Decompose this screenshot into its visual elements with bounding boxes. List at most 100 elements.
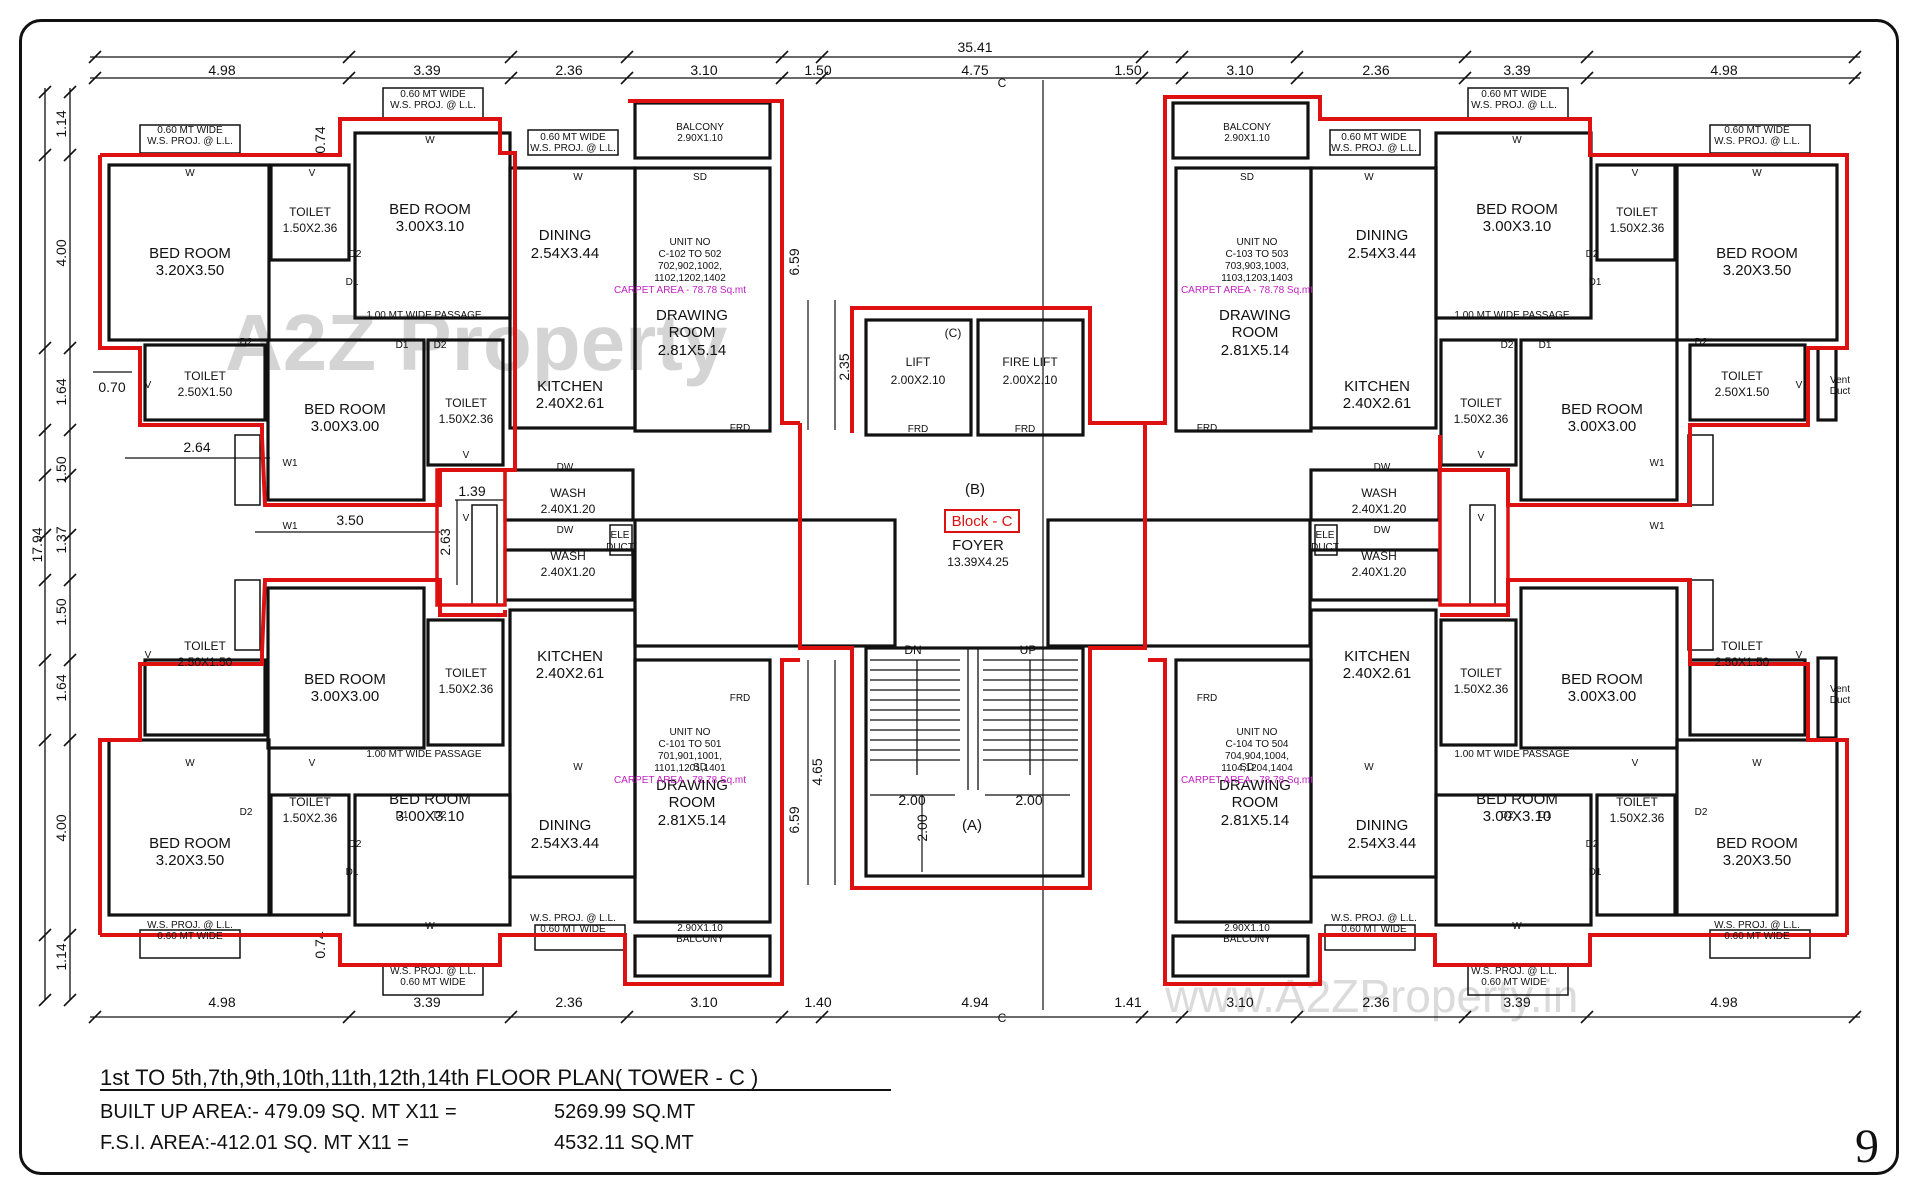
drawing-label: DRAWING [1219, 307, 1291, 324]
door-label: D1 [346, 867, 359, 878]
projection-label: 0.60 MT WIDE [1724, 931, 1790, 942]
bed-room-size: 3.00X3.00 [311, 418, 379, 435]
dining-size: 2.54X3.44 [531, 245, 599, 262]
dimension-tick [63, 468, 77, 482]
dining-label: DINING [1356, 227, 1409, 244]
wash-label: WASH [550, 486, 586, 500]
door-label: D1 [1589, 867, 1602, 878]
projection-label: 0.60 MT WIDE [400, 977, 466, 988]
frd-lift: FRD [908, 424, 929, 435]
passage-label: 1.00 MT WIDE PASSAGE [1454, 749, 1570, 760]
window-label: W [425, 135, 435, 146]
kitchen-label: KITCHEN [537, 648, 603, 665]
toilet-label: TOILET [445, 396, 487, 410]
kitchen-size: 2.40X2.61 [1343, 395, 1411, 412]
balcony-label: BALCONY [1223, 122, 1271, 133]
window-label: W1 [283, 521, 298, 532]
drawing-room-label: ROOM [1232, 324, 1279, 341]
bed-room-size: 3.00X3.00 [1568, 418, 1636, 435]
watermark-logo: A2Z Property [225, 298, 728, 387]
foyer-label: FOYER [952, 537, 1004, 554]
dimension-tick [504, 50, 518, 64]
lift-size: 2.00X2.10 [891, 373, 946, 387]
ele-duct-right: ELE [1316, 530, 1335, 541]
dimension-tick [1175, 71, 1189, 85]
dimension-tick [88, 71, 102, 85]
dimension-tick [38, 85, 52, 99]
dimension-tick [38, 928, 52, 942]
dim-left-2: 1.64 [53, 378, 69, 405]
door-label: D1 [346, 277, 359, 288]
balcony-size: 2.90X1.10 [677, 923, 723, 934]
door-label: SD [1240, 762, 1254, 773]
dimension-tick [38, 148, 52, 162]
dim-inner-10: 4.65 [809, 758, 825, 785]
unit-no-line: 1103,1203,1403 [1221, 273, 1293, 284]
vent-duct-label: Duct [1830, 386, 1851, 397]
label-b: (B) [965, 481, 985, 498]
dimension-tick [63, 85, 77, 99]
bed-room-label: BED ROOM [1476, 201, 1558, 218]
toilet-size: 1.50X2.36 [283, 221, 338, 235]
dimension-tick [1175, 50, 1189, 64]
drawing-size: 2.81X5.14 [1221, 342, 1289, 359]
dim-top-5: 4.75 [961, 62, 988, 78]
window-label: W [1752, 168, 1762, 179]
unit-no-line: 1104,1204,1404 [1221, 763, 1293, 774]
dimension-tick [1135, 50, 1149, 64]
bed-room-label: BED ROOM [1476, 791, 1558, 808]
drawing-room-label: ROOM [669, 794, 716, 811]
frd-label: FRD [1197, 693, 1218, 704]
vent-label: V [1632, 758, 1639, 769]
dim-inner-11: 2.00 [898, 792, 925, 808]
kitchen-size: 2.40X2.61 [536, 665, 604, 682]
door-label: DW [1374, 525, 1391, 536]
toilet-size: 2.50X1.50 [1715, 385, 1770, 399]
toilet-size: 2.50X1.50 [178, 655, 233, 669]
dining-label: DINING [539, 817, 592, 834]
window-label: W1 [1650, 458, 1665, 469]
toilet-label: TOILET [184, 369, 226, 383]
dimension-tick [1848, 50, 1862, 64]
dim-top-2: 2.36 [555, 62, 582, 78]
dim-top-4: 1.50 [804, 62, 831, 78]
fire-lift-label: FIRE LIFT [1002, 355, 1058, 369]
dimension-tick [1458, 71, 1472, 85]
door-label: D2 [434, 810, 447, 821]
unit-no-label: UNIT NO [670, 237, 711, 248]
dimension-tick [63, 733, 77, 747]
wash-label: WASH [1361, 549, 1397, 563]
window-label: W [1512, 135, 1522, 146]
window-label: W1 [1650, 521, 1665, 532]
wash-label: WASH [550, 549, 586, 563]
lift-label: LIFT [906, 355, 931, 369]
kitchen-size: 2.40X2.61 [536, 395, 604, 412]
bed-room-label: BED ROOM [389, 201, 471, 218]
toilet-label: TOILET [1460, 396, 1502, 410]
dimension-tick [775, 50, 789, 64]
dim-bottom-0: 4.98 [208, 994, 235, 1010]
projection-label: 0.60 MT WIDE [1341, 924, 1407, 935]
drawing-label: DRAWING [656, 777, 728, 794]
vent-duct-label: Vent [1830, 375, 1850, 386]
balcony-label: BALCONY [676, 934, 724, 945]
duct-left: DUCT [606, 542, 634, 553]
kitchen-size: 2.40X2.61 [1343, 665, 1411, 682]
toilet-size: 1.50X2.36 [1610, 221, 1665, 235]
dining-size: 2.54X3.44 [531, 835, 599, 852]
window-label: W [1752, 758, 1762, 769]
dim-top-10: 4.98 [1710, 62, 1737, 78]
unit-no-line: 1102,1202,1402 [654, 273, 726, 284]
drawing-size: 2.81X5.14 [1221, 812, 1289, 829]
dim-inner-3: 1.39 [458, 483, 485, 499]
bed-room-label: BED ROOM [304, 671, 386, 688]
door-label: D2 [240, 807, 253, 818]
page-number: 9 [1855, 1120, 1879, 1173]
dim-left-3: 1.50 [53, 456, 69, 483]
dimension-tick [63, 653, 77, 667]
dim-top-1: 3.39 [413, 62, 440, 78]
dim-bottom-3: 3.10 [690, 994, 717, 1010]
vent-duct-label: Duct [1830, 695, 1851, 706]
carpet-area-label: CARPET AREA - 78.78 Sq.mt [1181, 775, 1313, 786]
toilet-size: 1.50X2.36 [439, 412, 494, 426]
